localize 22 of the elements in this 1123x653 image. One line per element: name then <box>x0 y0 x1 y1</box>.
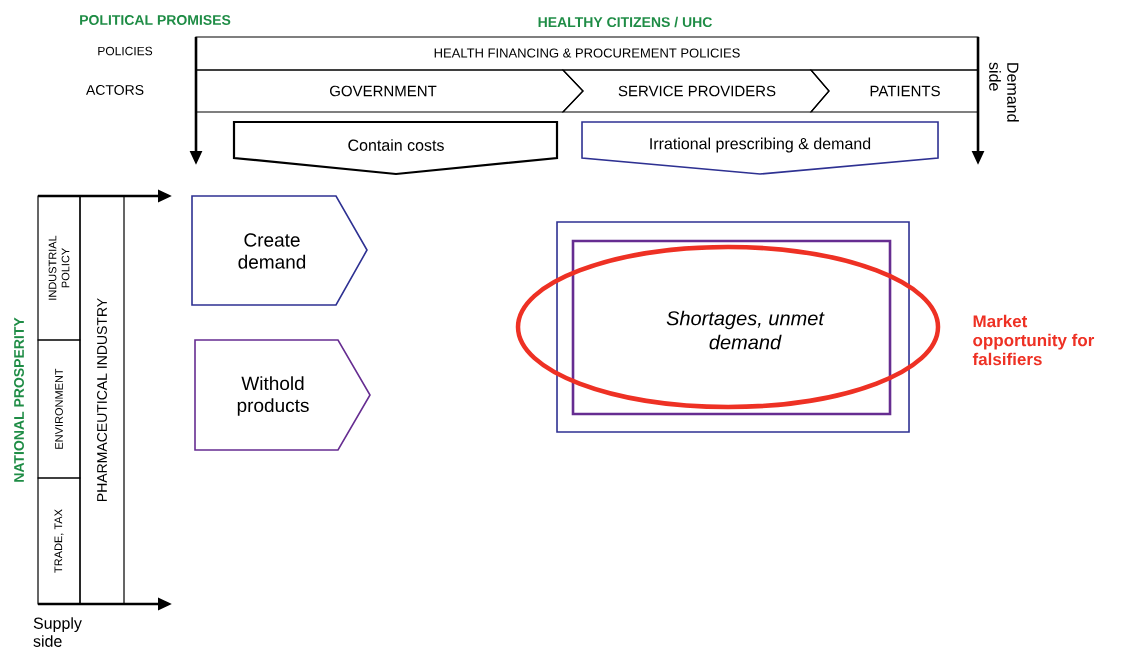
axis-label: NATIONAL PROSPERITY <box>14 317 24 482</box>
chevron-box: Create demand <box>191 195 368 306</box>
table-cell: TRADE, TAX <box>37 477 81 605</box>
heading: POLITICAL PROMISES <box>80 15 231 25</box>
chevron-box: SERVICE PROVIDERS <box>561 69 830 113</box>
chevron-box: Irrational prescribing & demand <box>581 121 939 175</box>
table-cell: ENVIRONMENT <box>37 339 81 479</box>
table-cell: INDUSTRIAL POLICY <box>37 195 81 341</box>
callout-text: Market opportunity for falsifiers <box>972 314 1095 366</box>
row-label: ACTORS <box>86 85 144 95</box>
axis-label: Demand side <box>989 62 1019 122</box>
axis-label: Supply side <box>33 617 82 647</box>
heading: HEALTHY CITIZENS / UHC <box>538 16 712 28</box>
shortage-box: Shortages, unmet demand <box>571 239 892 416</box>
chevron-box: Withold products <box>194 339 371 451</box>
chevron-box: GOVERNMENT <box>195 69 584 113</box>
row-label: POLICIES <box>98 46 153 56</box>
chevron-box: Contain costs <box>232 120 559 176</box>
chevron-box: HEALTH FINANCING & PROCUREMENT POLICIES <box>195 36 979 71</box>
table-cell: PHARMACEUTICAL INDUSTRY <box>79 195 125 605</box>
chevron-box: PATIENTS <box>809 69 979 113</box>
frame-box <box>556 221 910 433</box>
